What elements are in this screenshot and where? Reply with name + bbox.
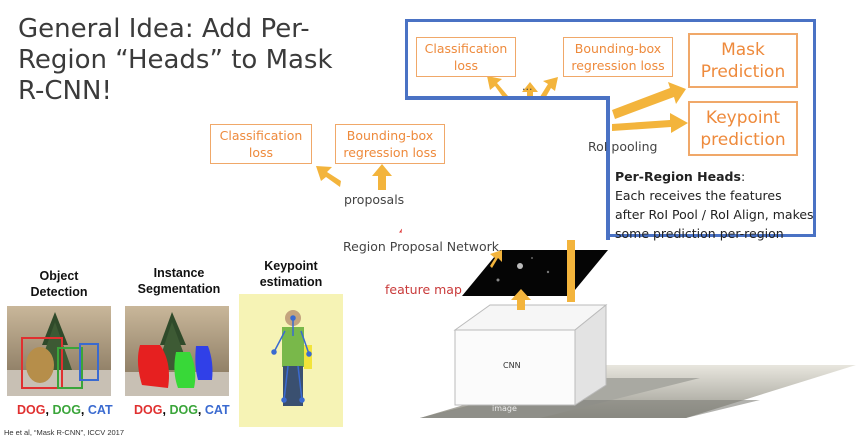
per-region-heads-heading: Per-Region Heads — [615, 169, 741, 184]
caption-dog-2: DOG — [52, 403, 81, 417]
roi-pooling-label: RoI pooling — [588, 139, 658, 154]
keypoint-photo — [239, 294, 343, 427]
caption-cat: CAT — [87, 403, 113, 417]
mask-prediction-box: Mask Prediction — [688, 33, 798, 88]
rpn-label: Region Proposal Network — [343, 239, 499, 254]
slide-title: General Idea: Add Per-Region “Heads” to … — [18, 14, 333, 106]
caption-dog-2: DOG — [169, 403, 198, 417]
frame-edge-right — [606, 96, 610, 240]
instance-segmentation-photo — [125, 306, 229, 396]
frame-edge-bottom — [405, 96, 609, 100]
feature-map-label: feature map — [385, 282, 462, 297]
image-label: image — [492, 404, 517, 413]
top-bbox-regression-loss-box: Bounding-box regression loss — [563, 37, 673, 77]
per-region-heads-description: Per-Region Heads: Each receives the feat… — [615, 167, 815, 243]
heads-ellipsis: ... — [522, 80, 533, 93]
per-region-heads-body: Each receives the features after RoI Poo… — [615, 188, 814, 241]
object-detection-photo — [7, 306, 111, 396]
caption-dog-1: DOG — [134, 403, 163, 417]
caption-sep: , — [197, 403, 205, 417]
caption-dog-1: DOG — [17, 403, 46, 417]
keypoint-estimation-title: Keypoint estimation — [259, 259, 323, 289]
instance-segmentation-title: Instance Segmentation — [137, 266, 221, 296]
caption-sep: , — [45, 403, 53, 417]
rpn-classification-loss-box: Classification loss — [210, 124, 312, 164]
detection-caption: DOG, DOG, CAT — [17, 403, 113, 417]
proposals-label: proposals — [344, 192, 405, 207]
cnn-block — [453, 303, 608, 406]
keypoint-prediction-box: Keypoint prediction — [688, 101, 798, 156]
cnn-label: CNN — [503, 361, 521, 370]
top-classification-loss-box: Classification loss — [416, 37, 516, 77]
caption-sep: , — [162, 403, 170, 417]
heading-colon: : — [740, 169, 746, 184]
caption-sep: , — [80, 403, 88, 417]
rpn-bbox-regression-loss-box: Bounding-box regression loss — [335, 124, 445, 164]
caption-cat: CAT — [204, 403, 230, 417]
segmentation-caption: DOG, DOG, CAT — [134, 403, 230, 417]
frame-cutout — [402, 97, 609, 240]
feature-map-plane — [462, 250, 608, 296]
citation: He et al, “Mask R-CNN”, ICCV 2017 — [4, 428, 125, 437]
object-detection-title: Object Detection — [30, 269, 88, 299]
